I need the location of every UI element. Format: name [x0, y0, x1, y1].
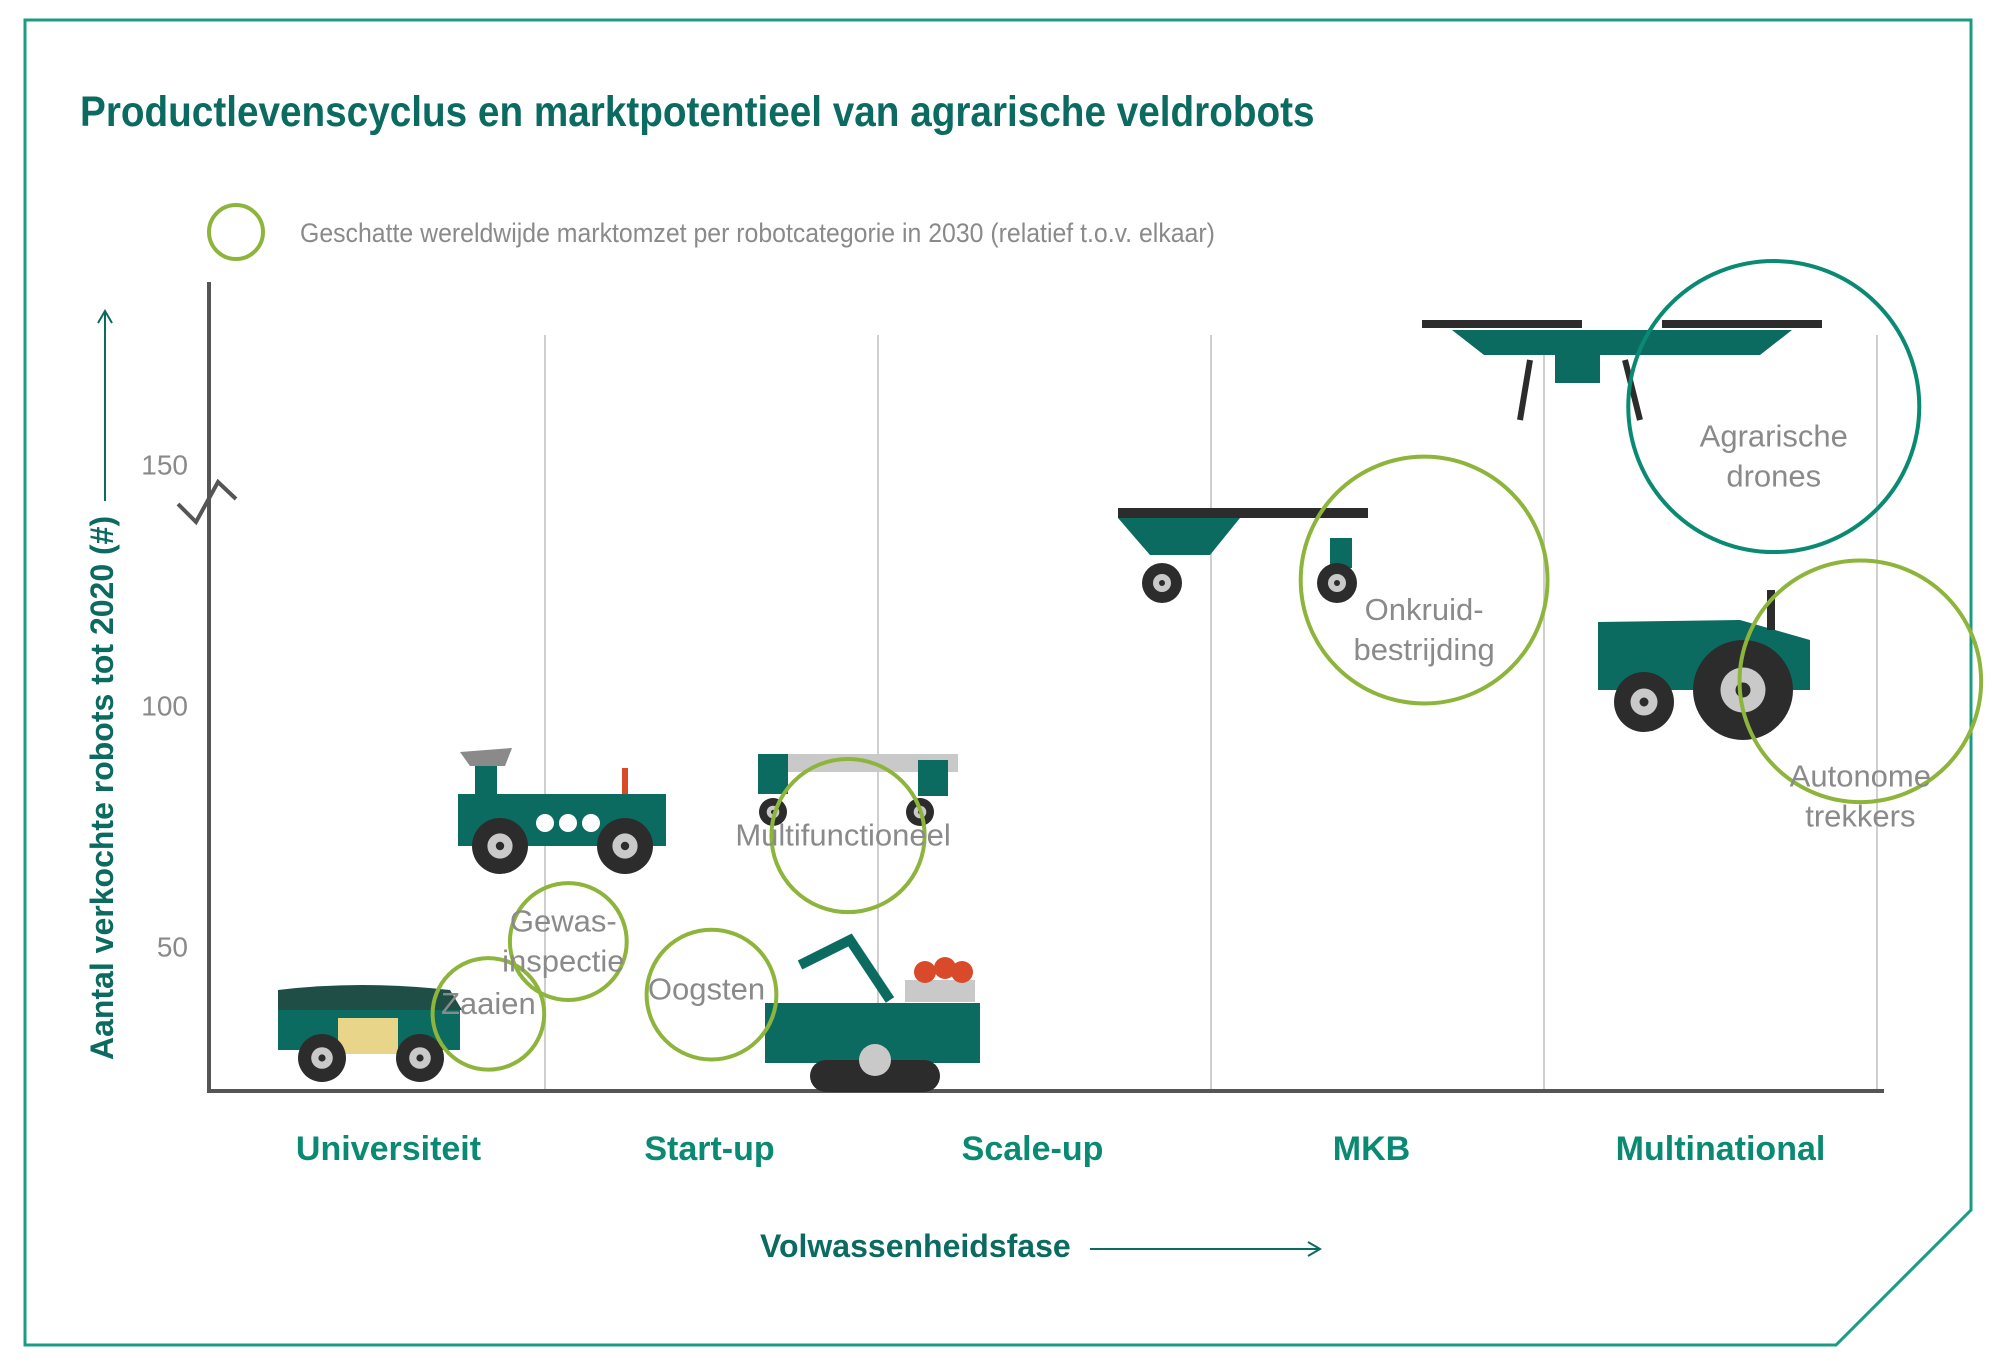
drone-icon	[1422, 320, 1822, 421]
x-category-label: Universiteit	[296, 1130, 481, 1168]
legend-text: Geschatte wereldwijde marktomzet per rob…	[300, 218, 1215, 248]
y-tick-label: 50	[157, 931, 188, 962]
bubble-label: Gewas-inspectie	[502, 904, 624, 979]
x-axis-label: Volwassenheidsfase	[760, 1228, 1330, 1265]
multifunctional-robot-icon	[758, 754, 958, 826]
weeding-robot-icon	[1118, 508, 1368, 603]
bubble	[644, 927, 779, 1062]
bubble	[1737, 558, 1984, 805]
bubble-label: Zaaien	[441, 986, 536, 1021]
y-axis-label: Aantal verkochte robots tot 2020 (#)	[84, 301, 121, 1060]
x-category-label: Start-up	[644, 1130, 774, 1168]
bubble-label: Multifunctioneel	[735, 818, 950, 853]
y-arrow-icon	[96, 308, 113, 501]
axis-break-icon	[176, 478, 238, 526]
bubble-label: Oogsten	[648, 972, 765, 1007]
chart-title: Productlevenscyclus en marktpotentieel v…	[80, 88, 1315, 136]
bubble	[1298, 454, 1550, 706]
x-arrow-icon	[1089, 1240, 1322, 1257]
bubble	[1626, 259, 1922, 555]
bubble	[769, 756, 927, 915]
autonomous-tractor-icon	[1598, 590, 1810, 740]
crop-inspection-robot-icon	[458, 748, 666, 874]
robot-illustrations	[278, 320, 1822, 1092]
legend-circle-icon	[207, 203, 265, 261]
bubbles	[430, 259, 1984, 1072]
bubble-label: Onkruid-bestrijding	[1353, 592, 1494, 667]
bubble	[430, 956, 547, 1072]
seeding-robot-icon	[278, 985, 462, 1082]
y-tick-label: 100	[141, 690, 188, 721]
x-category-label: Multinational	[1616, 1130, 1826, 1168]
x-category-label: Scale-up	[962, 1130, 1104, 1168]
grid-lines	[544, 335, 1878, 1091]
harvesting-robot-icon	[765, 933, 980, 1092]
y-tick-label: 150	[141, 449, 188, 480]
bubble	[507, 881, 629, 1002]
x-category-label: MKB	[1333, 1130, 1410, 1168]
